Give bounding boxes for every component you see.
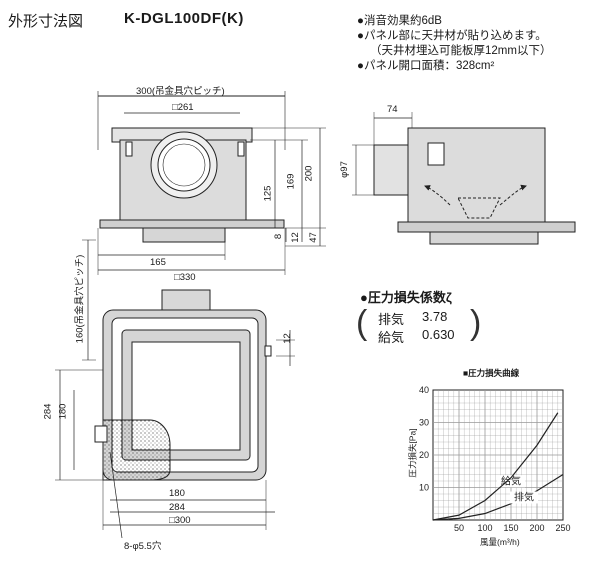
model-number: K-DGL100DF(K) (124, 10, 244, 27)
dim-h200: 200 (303, 165, 315, 182)
dim-h125: 125 (262, 185, 274, 202)
note-thickness: （天井材埋込可能板厚12mm以下） (370, 45, 552, 57)
coef-value-supply: 0.630 (422, 327, 455, 342)
chart-series-line-0 (432, 473, 564, 521)
dim-pitch-vertical: 160(吊金具穴ピッチ) (74, 254, 86, 344)
chart-series-label: 排気 (514, 491, 534, 504)
dim-h169: 169 (285, 173, 297, 190)
dim-h12: 12 (289, 232, 301, 243)
front-view (97, 91, 326, 275)
note-opening-area: ●パネル開口面積：328cm² (357, 60, 495, 72)
dim-w165: 165 (150, 257, 166, 268)
chart-x-tick-label: 150 (503, 523, 518, 533)
coef-bracket-right: ) (470, 304, 482, 342)
note-panel: ●パネル部に天井材が貼り込めます。 (357, 30, 547, 42)
chart-y-tick-label: 40 (419, 385, 429, 395)
coef-label-supply: 給気 (378, 330, 405, 345)
chart-ylabel: 圧力損失[Pa] (407, 428, 418, 478)
dim-plan-w180: 180 (169, 488, 185, 499)
chart-x-tick-label: 200 (529, 523, 544, 533)
dim-plan-w284: 284 (169, 502, 185, 513)
plan-view (55, 239, 295, 539)
coef-bracket-left: ( (356, 304, 368, 342)
dim-plan-w300: □300 (169, 515, 191, 526)
coef-label-exhaust: 排気 (378, 312, 405, 327)
dim-plan-h180: 180 (57, 403, 69, 420)
chart-y-tick-label: 20 (419, 450, 429, 460)
chart-x-tick-label: 50 (454, 523, 464, 533)
chart-title: ■圧力損失曲線 (463, 368, 520, 378)
dim-holes: 8-φ5.5穴 (124, 541, 162, 552)
chart-series-line-1 (432, 412, 559, 521)
chart-series-label: 給気 (501, 474, 521, 487)
chart-xlabel: 風量(m³/h) (480, 537, 520, 547)
dim-phi97: φ97 (338, 161, 350, 178)
coef-value-exhaust: 3.78 (422, 309, 448, 324)
dim-duct-square: □261 (172, 102, 194, 113)
dim-plan-h284: 284 (42, 403, 54, 420)
dim-w330: □330 (174, 272, 196, 283)
chart-x-tick-label: 100 (477, 523, 492, 533)
side-view (352, 112, 576, 245)
chart-x-tick-label: 250 (555, 523, 570, 533)
dim-plan-h12: 12 (281, 333, 293, 344)
chart-y-tick-label: 10 (419, 483, 429, 493)
chart-y-tick-label: 30 (419, 418, 429, 428)
dim-h47: 47 (307, 232, 319, 243)
pressure-coef-title: ●圧力損失係数ζ (360, 290, 452, 305)
note-noise: ●消音効果約6dB (357, 15, 442, 27)
dim-w74: 74 (387, 104, 398, 115)
page-title: 外形寸法図 (8, 13, 84, 30)
dim-top-pitch: 300(吊金具穴ピッチ) (136, 86, 225, 97)
dim-h8: 8 (273, 233, 285, 240)
chart-series-label-bg (510, 491, 538, 504)
